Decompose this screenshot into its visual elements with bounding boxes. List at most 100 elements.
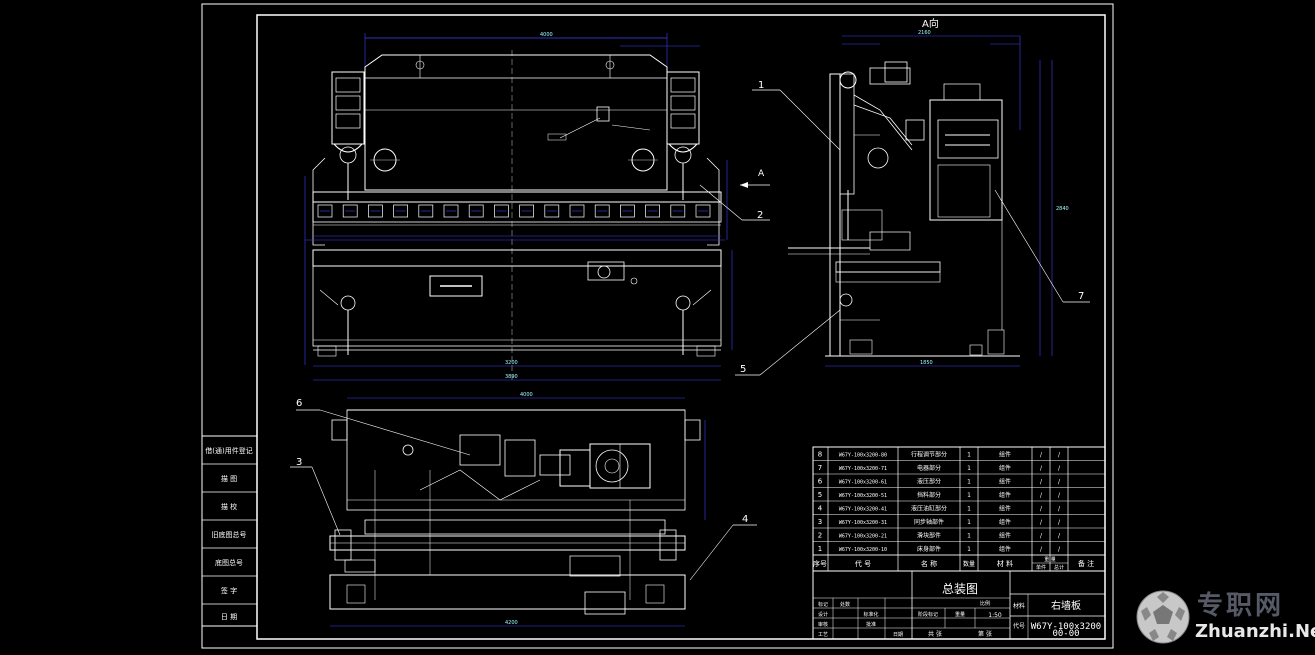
bom-cell-mat: 组件 (999, 464, 1011, 472)
tb-label-stage: 阶段标记 (918, 611, 938, 618)
dim-side-bottom: 1850 (920, 360, 933, 366)
tool-clamp (368, 204, 383, 218)
soccer-ball-logo-icon (1136, 590, 1190, 644)
section-arrow-label: A (758, 169, 765, 179)
watermark-cn: 专职网 (1197, 591, 1285, 621)
dim-front-bottom: 3200 (505, 360, 518, 366)
scale-value: 1:50 (988, 612, 1002, 619)
bom-cell-name: 行程调节部分 (911, 451, 947, 459)
bom-cell-qty: 1 (967, 519, 971, 526)
bom-header-material: 材 料 (997, 559, 1013, 568)
dim-side-top: 2160 (918, 30, 931, 36)
bom-cell-w1: / (1040, 533, 1043, 540)
bom-cell-no: 4 (818, 505, 823, 513)
callout-3: 3 (296, 457, 302, 468)
tb-label-approve: 批准 (866, 621, 876, 628)
bom-cell-qty: 1 (967, 533, 971, 540)
bom-cell-w1: / (1040, 452, 1043, 459)
bom-cell-no: 2 (818, 532, 822, 540)
bom-cell-w2: / (1058, 479, 1061, 486)
bom-cell-name: 液压部分 (917, 478, 941, 486)
bom-cell-no: 7 (818, 464, 822, 472)
bom-cell-mat: 组件 (999, 532, 1011, 540)
side-view: A向 2160 (788, 17, 1069, 367)
bom-cell-code: W67Y-100x3200-10 (839, 547, 887, 553)
bom-header-qty: 数量 (963, 560, 975, 568)
bom-cell-mat: 组件 (999, 505, 1011, 513)
bom-cell-qty: 1 (967, 479, 971, 486)
sheet-outer-border (201, 3, 1114, 649)
bom-cell-qty: 1 (967, 492, 971, 499)
bom-cell-name: 床身部件 (917, 545, 941, 553)
plan-view: 4000 4200 (329, 392, 706, 627)
tb-label-count: 处数 (840, 601, 850, 608)
drawing-no-label: 代号 (1013, 622, 1025, 630)
bom-cell-w1: / (1040, 546, 1043, 553)
callout-4: 4 (742, 514, 748, 525)
bom-cell-no: 5 (818, 491, 822, 499)
watermark: 专职网 Zhuanzhi.Net (1135, 585, 1315, 650)
title-block: 总装图 材料 右墙板 代号 W67Y-100x3200 00-00 1:50 标… (812, 570, 1106, 640)
bom-cell-w1: / (1040, 465, 1043, 472)
sheet-inner-border (256, 14, 1106, 640)
bom-cell-name: 挡料部分 (917, 491, 941, 499)
bom-cell-name: 同步轴部件 (914, 518, 944, 526)
left-register-strip: 借(通)用件登记 描 图 描 校 旧底图总号 底图总号 签 字 日 期 (201, 435, 258, 627)
tb-label-design: 设计 (818, 611, 828, 618)
drawing-title: 总装图 (942, 582, 978, 596)
dim-plan-top: 4000 (520, 392, 533, 398)
bom-cell-code: W67Y-100x3200-41 (839, 507, 887, 513)
tool-clamp (645, 204, 660, 218)
dim-front-top: 4000 (540, 32, 553, 38)
tool-clamp (494, 204, 509, 218)
bom-cell-mat: 组件 (999, 545, 1011, 553)
bom-cell-name: 液压油缸部分 (911, 505, 947, 513)
tool-clamp (620, 204, 635, 218)
bom-cell-qty: 1 (967, 546, 971, 553)
tb-label-date: 日期 (893, 632, 903, 638)
tool-clamp (695, 204, 711, 218)
tool-clamp (418, 204, 434, 218)
bom-header-code: 代 号 (855, 559, 871, 568)
bom-cell-w1: / (1040, 506, 1043, 513)
bom-header-no: 序号 (813, 559, 827, 568)
tool-clamp (443, 204, 459, 218)
bom-cell-mat: 组件 (999, 478, 1011, 486)
bom-cell-w1: / (1040, 492, 1043, 499)
tb-label-scale: 比例 (980, 600, 990, 607)
bom-cell-code: W67Y-100x3200-51 (839, 493, 887, 499)
material-label: 材料 (1013, 602, 1025, 610)
tb-label-review: 审核 (818, 621, 828, 628)
tool-clamp (342, 204, 358, 218)
dim-plan-bottom: 4200 (505, 620, 518, 626)
bom-cell-w2: / (1058, 519, 1061, 526)
bom-cell-w2: / (1058, 465, 1061, 472)
bom-cell-mat: 组件 (999, 518, 1011, 526)
tool-clamp (393, 204, 408, 218)
callout-6: 6 (296, 398, 302, 409)
bom-cell-code: W67Y-100x3200-71 (839, 466, 887, 472)
dim-front-total: 3890 (505, 374, 518, 380)
bom-header-note: 备 注 (1078, 559, 1094, 568)
tool-clamp (468, 204, 484, 218)
bom-cell-qty: 1 (967, 452, 971, 459)
upper-tool-clamps (317, 204, 711, 218)
tb-label-weight: 重量 (955, 611, 965, 618)
strip-label-4: 旧底图总号 (212, 530, 247, 539)
tool-clamp (670, 204, 686, 218)
bom-header-total: 总计 (1054, 564, 1064, 571)
watermark-en: Zhuanzhi.Net (1195, 621, 1315, 642)
bom-cell-code: W67Y-100x3200-31 (839, 520, 887, 526)
front-view: 4000 (304, 32, 770, 381)
mark-value: 00-00 (1052, 629, 1079, 639)
bom-cell-w1: / (1040, 479, 1043, 486)
bom-cell-mat: 组件 (999, 491, 1011, 499)
bom-cell-code: W67Y-100x3200-61 (839, 480, 887, 486)
callout-7: 7 (1078, 291, 1084, 302)
tool-clamp (594, 204, 610, 218)
bom-cell-w2: / (1058, 492, 1061, 499)
bom-cell-w2: / (1058, 546, 1061, 553)
